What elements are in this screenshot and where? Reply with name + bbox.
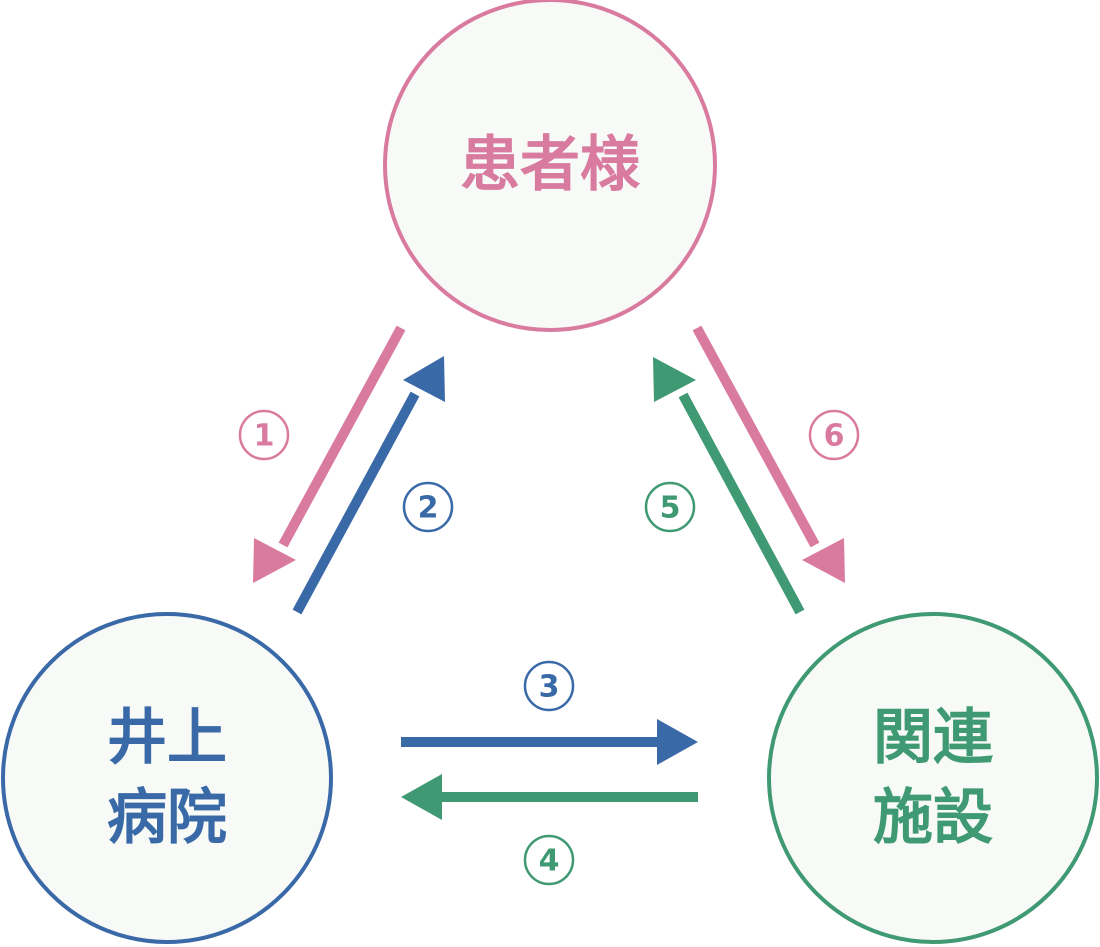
step-marker-2-circle: [402, 481, 454, 533]
arrow-6-head: [802, 538, 845, 583]
node-patient-label: 患者様: [460, 130, 641, 200]
node-hospital: 井上 病院: [1, 612, 333, 944]
step-marker-3: 3: [523, 660, 575, 712]
node-hospital-label-line2: 病院: [107, 783, 227, 853]
node-hospital-label-line1: 井上: [107, 703, 227, 773]
node-patient-circle: [383, 0, 717, 332]
arrow-3-head: [657, 719, 698, 765]
arrow-6-patient-to-facility: [692, 325, 845, 583]
node-facility-label-line2: 施設: [873, 783, 993, 853]
step-marker-1-circle: [238, 409, 290, 461]
step-marker-2: 2: [402, 481, 454, 533]
arrow-1-head: [253, 538, 296, 583]
step-marker-4-label: 4: [539, 844, 560, 879]
step-marker-5-label: 5: [660, 491, 681, 526]
step-marker-3-label: 3: [539, 670, 560, 705]
step-marker-2-label: 2: [418, 491, 439, 526]
node-facility-label-line1: 関連: [873, 703, 994, 773]
node-facility: 関連 施設: [767, 612, 1099, 944]
step-marker-4: 4: [523, 834, 575, 886]
arrow-2-hospital-to-patient: [292, 356, 445, 615]
step-marker-6-circle: [808, 409, 860, 461]
arrow-2-head: [403, 356, 445, 402]
arrow-4-head: [401, 774, 442, 820]
arrow-4-facility-to-hospital: [401, 774, 698, 820]
step-marker-5-circle: [644, 481, 696, 533]
step-marker-1: 1: [238, 409, 290, 461]
step-marker-5: 5: [644, 481, 696, 533]
arrow-5-facility-to-patient: [653, 357, 805, 615]
node-hospital-circle: [1, 612, 333, 944]
arrow-3-hospital-to-facility: [401, 719, 698, 765]
node-patient: 患者様: [383, 0, 717, 332]
step-marker-6: 6: [808, 409, 860, 461]
step-marker-4-circle: [523, 834, 575, 886]
arrow-1-patient-to-hospital: [253, 325, 406, 583]
step-marker-6-label: 6: [824, 419, 845, 454]
node-facility-circle: [767, 612, 1099, 944]
step-marker-3-circle: [523, 660, 575, 712]
arrow-5-head: [653, 357, 696, 402]
step-marker-1-label: 1: [254, 419, 275, 454]
